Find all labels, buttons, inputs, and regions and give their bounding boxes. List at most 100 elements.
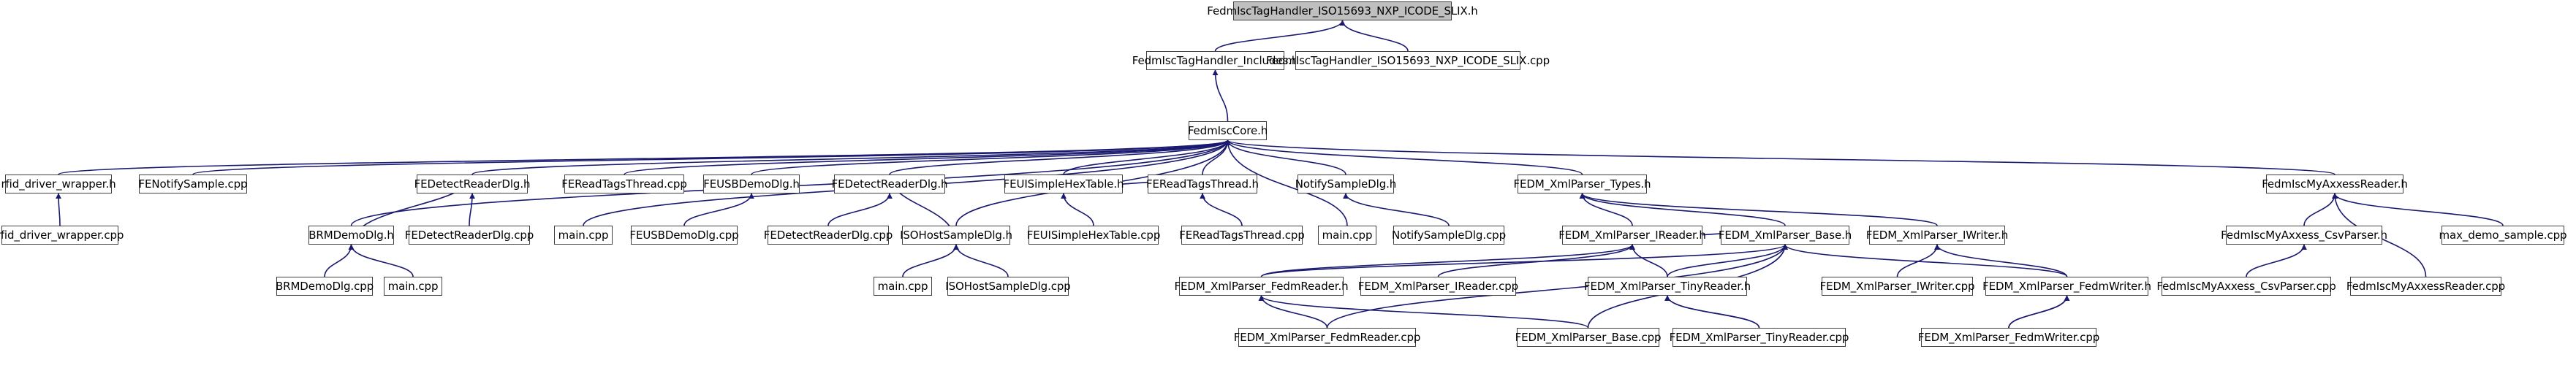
graph-edge [1579,193,1786,226]
graph-edge [56,193,62,226]
graph-node[interactable]: FedmIscMyAxxess_CsvParser.h [2221,226,2387,245]
graph-edge [1061,193,1094,226]
graph-edge [348,244,414,277]
graph-edge [324,244,355,277]
graph-node-label: FEDM_XmlParser_Base.cpp [1515,330,1662,344]
graph-node[interactable]: FEUSBDemoDlg.cpp [629,226,739,245]
graph-node[interactable]: main.cpp [384,277,442,296]
graph-node[interactable]: FedmIscTagHandler_ISO15693_NXP_ICODE_SLI… [1207,1,1478,20]
graph-edge [889,139,1231,175]
graph-node[interactable]: NotifySampleDlg.h [1295,175,1396,193]
graph-node[interactable]: FEDetectReaderDlg.h [414,175,531,193]
graph-node[interactable]: FEDM_XmlParser_Base.h [1718,226,1852,245]
graph-node[interactable]: rfid_driver_wrapper.h [1,175,116,193]
graph-node[interactable]: main.cpp [874,277,932,296]
graph-edge [1437,244,1635,277]
graph-node[interactable]: FEDM_XmlParser_FedmWriter.cpp [1918,328,2099,347]
graph-node-label: main.cpp [558,228,609,242]
graph-edge [827,193,893,226]
graph-edge [1224,139,1583,175]
graph-edge [58,139,1231,175]
graph-node-label: FEDM_XmlParser_IWriter.h [1865,228,2009,242]
graph-node[interactable]: FedmIscCore.h [1187,121,1268,140]
graph-node[interactable]: FEDM_XmlParser_FedmReader.cpp [1234,328,1420,347]
graph-edge [1202,139,1231,175]
graph-node[interactable]: main.cpp [554,226,613,245]
graph-node[interactable]: NotifySampleDlg.cpp [1392,226,1506,245]
graph-node[interactable]: FEUISimpleHexTable.cpp [1026,226,1161,245]
graph-node-label: FEDM_XmlParser_FedmReader.h [1174,279,1349,293]
graph-node[interactable]: main.cpp [1318,226,1376,245]
graph-node-label: rfid_driver_wrapper.h [1,177,116,191]
graph-edge [1667,244,1788,277]
graph-edge [953,244,1009,277]
graph-node[interactable]: FedmIscMyAxxess_CsvParser.cpp [2156,277,2336,296]
graph-node-label: FedmIscMyAxxessReader.cpp [2346,279,2506,293]
graph-node[interactable]: FENotifySample.cpp [138,175,248,193]
graph-edge [2332,193,2504,226]
graph-node[interactable]: FEDM_XmlParser_Base.cpp [1515,328,1662,347]
graph-node[interactable]: ISOHostSampleDlg.cpp [945,277,1071,296]
graph-node-label: main.cpp [877,279,928,293]
graph-node[interactable]: FEDM_XmlParser_FedmReader.h [1174,277,1349,296]
graph-node[interactable]: FEReadTagsThread.cpp [561,175,687,193]
graph-edge [469,193,475,226]
graph-edge [1664,295,1760,329]
graph-node[interactable]: FEUSBDemoDlg.h [703,175,800,193]
graph-node-label: FEReadTagsThread.cpp [561,177,687,191]
graph-node[interactable]: FEDetectReaderDlg.cpp [764,226,893,245]
graph-edge [1339,20,1409,52]
graph-node[interactable]: FEDM_XmlParser_IReader.cpp [1358,277,1518,296]
graph-node[interactable]: FedmIscMyAxxessReader.cpp [2346,277,2505,296]
graph-node[interactable]: FEDM_XmlParser_FedmWriter.h [1982,277,2151,296]
graph-node-label: FEDM_XmlParser_TinyReader.h [1583,279,1751,293]
graph-edge [2246,244,2307,277]
graph-node[interactable]: max_demo_sample.cpp [2439,226,2567,245]
graph-node[interactable]: FEDM_XmlParser_Types.h [1514,175,1651,193]
graph-node-label: rfid_driver_wrapper.cpp [0,228,124,242]
graph-node[interactable]: FEUISimpleHexTable.h [1004,175,1124,193]
graph-node-label: main.cpp [1322,228,1373,242]
graph-node-label: FEUISimpleHexTable.cpp [1026,228,1161,242]
graph-edge [683,193,754,226]
graph-node[interactable]: FedmIscMyAxxessReader.h [2262,175,2408,193]
graph-node-label: FedmIscCore.h [1187,123,1268,137]
graph-node[interactable]: FEDM_XmlParser_IReader.h [1558,226,1706,245]
graph-node[interactable]: FEDetectReaderDlg.cpp [405,226,534,245]
graph-node[interactable]: ISOHostSampleDlg.h [900,226,1012,245]
graph-edge [1224,139,2336,175]
graph-edge [1260,244,1788,277]
graph-node[interactable]: FEDetectReaderDlg.h [831,175,948,193]
graph-node[interactable]: BRMDemoDlg.h [308,226,394,245]
graph-node[interactable]: FEDM_XmlParser_IWriter.h [1865,226,2009,245]
graph-edge [1782,244,2068,277]
graph-node[interactable]: FedmIscTagHandler_ISO15693_NXP_ICODE_SLI… [1266,51,1550,70]
graph-node-label: NotifySampleDlg.cpp [1392,228,1506,242]
graph-node[interactable]: rfid_driver_wrapper.cpp [0,226,124,245]
graph-node-label: FedmIscMyAxxessReader.h [2262,177,2408,191]
graph-node-label: ISOHostSampleDlg.h [900,228,1012,242]
graph-node-label: FEReadTagsThread.h [1146,177,1259,191]
graph-edge [1664,295,1760,329]
graph-node[interactable]: BRMDemoDlg.cpp [276,277,374,296]
graph-node[interactable]: FEDM_XmlParser_TinyReader.h [1584,277,1751,296]
graph-node[interactable]: FEReadTagsThread.h [1146,175,1259,193]
graph-node-label: FENotifySample.cpp [138,177,248,191]
graph-node[interactable]: FEReadTagsThread.cpp [1179,226,1305,245]
graph-node[interactable]: FEDM_XmlParser_TinyReader.cpp [1670,328,1849,347]
graph-node[interactable]: FEDM_XmlParser_IWriter.cpp [1820,277,1975,296]
graph-edge [1212,69,1229,122]
graph-node[interactable]: FedmIscTagHandler_Includes.h [1132,51,1298,70]
graph-node-label: FEUSBDemoDlg.cpp [629,228,739,242]
graph-node-label: FEDetectReaderDlg.h [831,177,948,191]
graph-node-label: FedmIscTagHandler_Includes.h [1132,53,1299,67]
graph-node-label: FEDM_XmlParser_IReader.h [1558,228,1706,242]
graph-edge [2008,295,2070,329]
graph-node-label: FEDM_XmlParser_Base.h [1718,228,1852,242]
graph-node-label: FEDetectReaderDlg.cpp [763,228,893,242]
graph-edge [1896,244,1940,277]
graph-edge [902,244,959,277]
graph-edge [1579,193,1938,226]
